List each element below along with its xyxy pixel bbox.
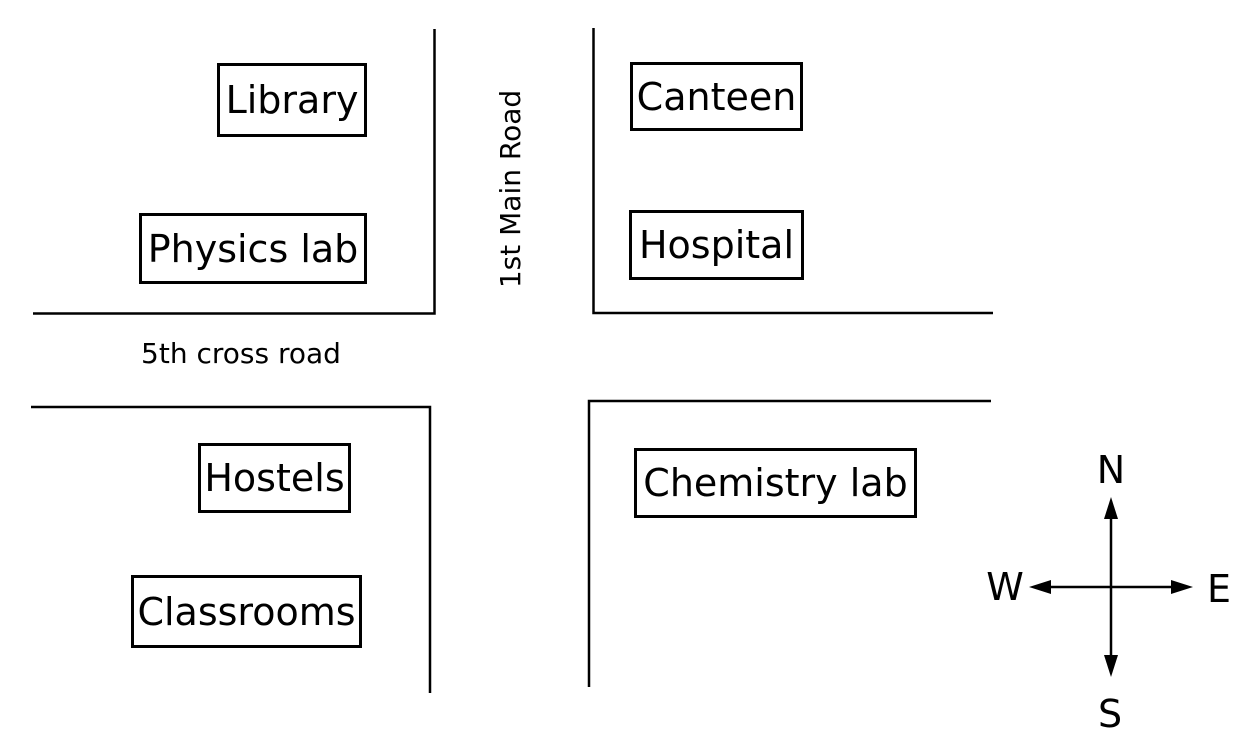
building-label-library: Library xyxy=(225,78,359,122)
building-label-hostels: Hostels xyxy=(204,456,345,500)
compass-south-label: S xyxy=(1097,692,1123,736)
building-box-hostels: Hostels xyxy=(198,443,351,513)
building-label-hospital: Hospital xyxy=(638,223,795,267)
road-corner-bottom-left xyxy=(31,405,432,693)
building-label-classrooms: Classrooms xyxy=(137,589,356,634)
building-box-hospital: Hospital xyxy=(629,210,804,280)
compass-arrowhead-north xyxy=(1104,497,1118,519)
building-box-canteen: Canteen xyxy=(630,62,803,131)
compass-east-label: E xyxy=(1206,567,1232,611)
compass-arrowhead-west xyxy=(1029,580,1051,594)
road-corner-top-right xyxy=(592,28,993,315)
road-corner-bottom-right xyxy=(587,399,991,687)
building-label-chemistry-lab: Chemistry lab xyxy=(643,461,908,505)
building-label-physics-lab: Physics lab xyxy=(147,226,359,271)
compass-rose-icon xyxy=(1029,497,1193,677)
compass-west-label: W xyxy=(986,565,1024,609)
road-label-5th-cross-road: 5th cross road xyxy=(141,337,341,370)
building-box-classrooms: Classrooms xyxy=(131,575,362,648)
building-label-canteen: Canteen xyxy=(636,74,797,119)
road-corner-top-left xyxy=(33,29,436,315)
building-box-chemistry-lab: Chemistry lab xyxy=(634,448,917,518)
compass-north-label: N xyxy=(1096,448,1126,492)
compass-arrowhead-east xyxy=(1171,580,1193,594)
building-box-physics-lab: Physics lab xyxy=(139,213,367,284)
building-box-library: Library xyxy=(217,63,367,137)
road-label-1st-main-road: 1st Main Road xyxy=(494,89,527,289)
compass-arrowhead-south xyxy=(1104,655,1118,677)
